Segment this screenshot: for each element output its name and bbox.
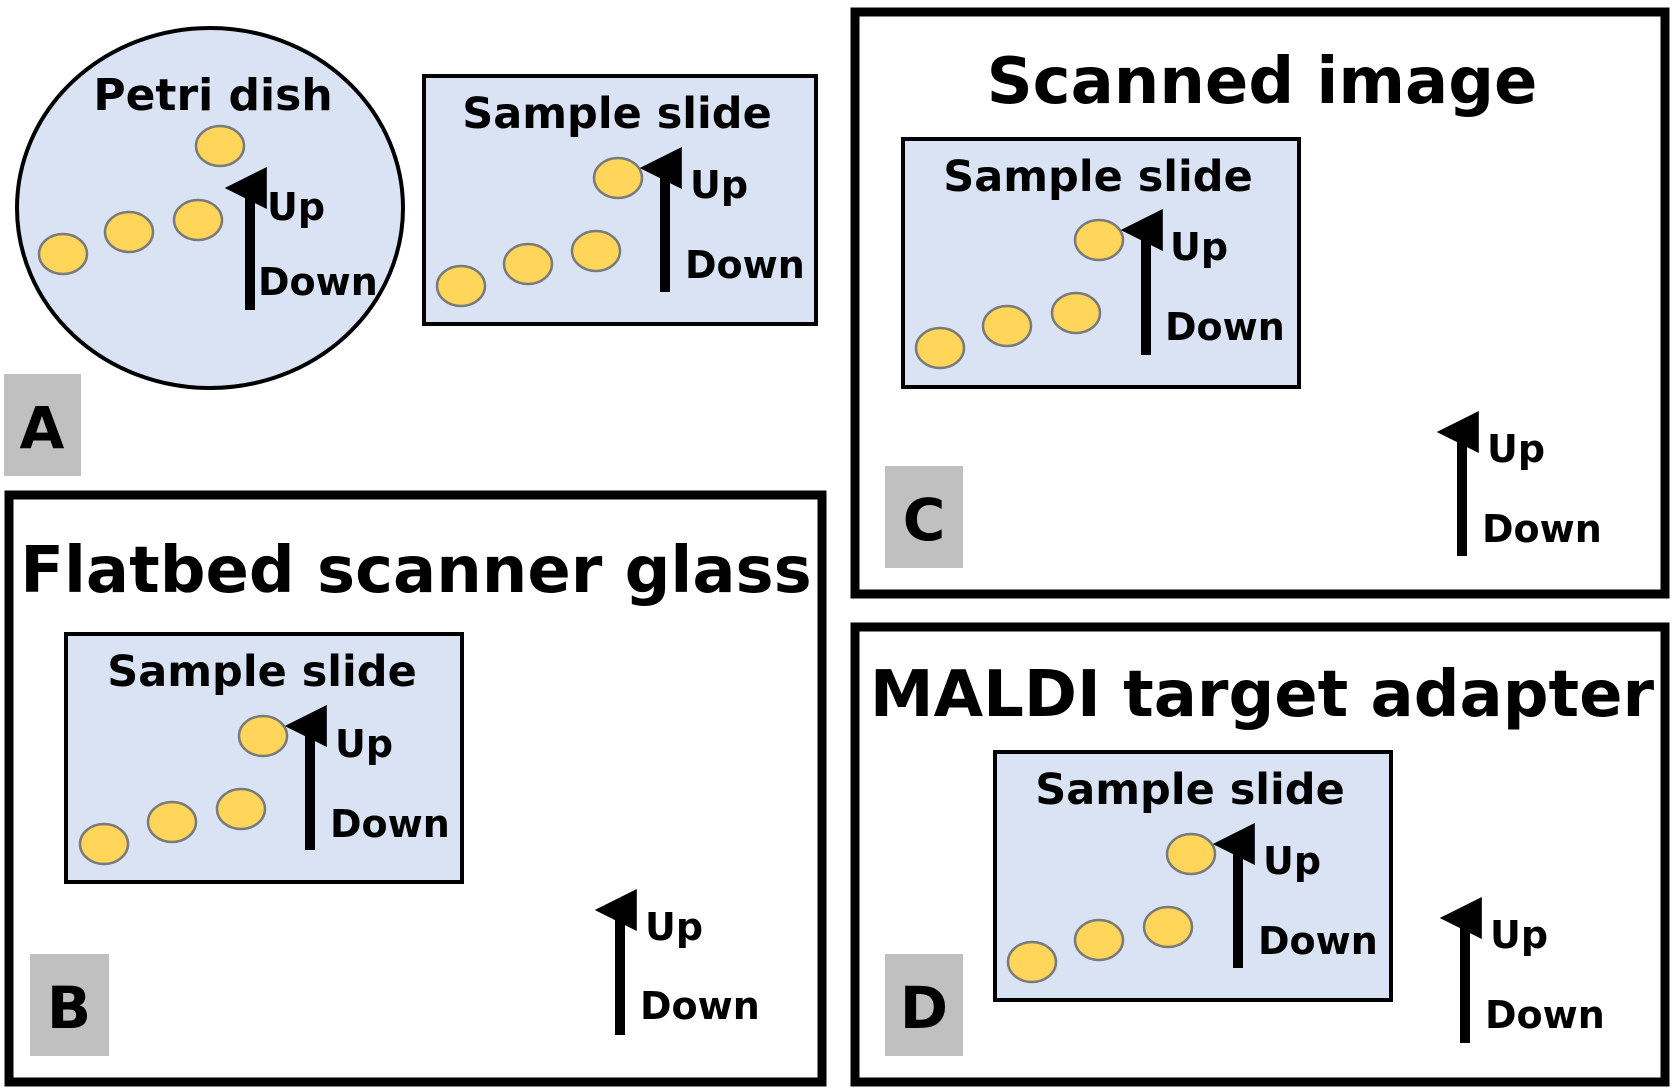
sample-spot — [1165, 832, 1217, 876]
sample-spot — [435, 264, 487, 308]
sample-slide-title: Sample slide — [1035, 765, 1344, 815]
sample-spot — [146, 800, 198, 844]
sample-spot — [1073, 918, 1125, 962]
arrow-down-label: Down — [330, 802, 450, 846]
arrow-down-label: Down — [1482, 507, 1602, 551]
sample-spot — [103, 210, 155, 254]
sample-spot — [1142, 905, 1194, 949]
panel-title: Scanned image — [987, 45, 1538, 119]
sample-spot — [37, 232, 89, 276]
arrow-up-label: Up — [1170, 225, 1228, 269]
panel-label: C — [903, 486, 946, 554]
sample-spot — [502, 242, 554, 286]
title-backdrop — [860, 642, 876, 746]
panel-label-bg — [30, 954, 109, 1056]
arrow-down-label: Down — [1258, 919, 1378, 963]
arrow-up-label: Up — [1490, 913, 1548, 957]
sample-slide — [64, 632, 464, 884]
sample-spot — [194, 124, 246, 168]
petri-dish-title: Petri dish — [93, 70, 332, 121]
sample-slide — [422, 74, 818, 326]
sample-slide-title: Sample slide — [462, 89, 771, 139]
sample-spot — [172, 198, 224, 242]
panel-d: MALDI target adapter Sample slide Up Dow… — [850, 622, 1670, 1087]
sample-spot — [1006, 940, 1058, 984]
arrow-down-label: Down — [1485, 993, 1605, 1037]
arrow-down-label: Down — [640, 984, 760, 1028]
arrow-down-label: Down — [685, 243, 805, 287]
sample-spot — [570, 229, 622, 273]
sample-spot — [78, 822, 130, 866]
sample-spot — [1073, 218, 1125, 262]
panel-label-bg — [885, 954, 963, 1056]
arrow-up-label: Up — [645, 905, 703, 949]
panel-label: D — [900, 974, 948, 1042]
panel-label-bg — [885, 466, 963, 568]
panel-label: A — [20, 394, 65, 462]
panel-b: Flatbed scanner glass Sample slide Up Do… — [4, 490, 827, 1087]
panel-c: Scanned image Sample slide Up Down Up Do… — [850, 7, 1670, 599]
sample-slide — [993, 750, 1393, 1002]
arrow-up-label: Up — [1263, 839, 1321, 883]
sample-spot — [1050, 291, 1102, 335]
arrow-up-label: Up — [690, 163, 748, 207]
sample-spot — [215, 787, 267, 831]
panel-label-bg — [4, 374, 81, 476]
arrow-down-label: Down — [1165, 305, 1285, 349]
arrow-up-label: Up — [335, 722, 393, 766]
sample-spot — [237, 714, 289, 758]
panel-a: Petri dish Up Down Sample slide Up Down … — [4, 26, 818, 476]
panel-title: MALDI target adapter — [870, 658, 1655, 732]
arrow-down-label: Down — [258, 260, 378, 304]
panel-label: B — [47, 974, 91, 1042]
sample-slide-title: Sample slide — [943, 152, 1252, 202]
sample-spot — [914, 326, 966, 370]
sample-slide-title: Sample slide — [107, 647, 416, 697]
sample-slide — [901, 137, 1301, 389]
arrow-up-label: Up — [1487, 427, 1545, 471]
sample-spot — [981, 304, 1033, 348]
panel-title: Flatbed scanner glass — [20, 534, 811, 608]
arrow-up-label: Up — [267, 185, 325, 229]
sample-spot — [592, 156, 644, 200]
